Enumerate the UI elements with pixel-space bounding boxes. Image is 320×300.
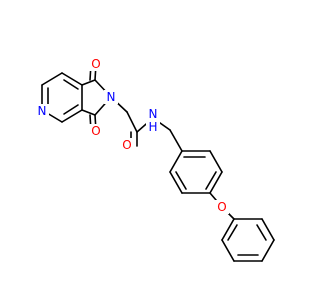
atom-label-n: N <box>107 90 116 104</box>
atom-label-o: O <box>91 57 100 71</box>
atom-n-imide: N <box>104 90 118 104</box>
bond <box>61 109 83 123</box>
bond-layer <box>41 63 275 262</box>
atom-label-n: N <box>149 107 158 121</box>
atom-o-ether: O <box>215 200 229 214</box>
bond <box>261 218 275 241</box>
bond <box>209 171 223 194</box>
atom-label-o: O <box>91 124 100 138</box>
bond <box>169 171 183 194</box>
atom-n-pyridine: N <box>35 104 49 118</box>
bond <box>209 150 223 173</box>
bond <box>256 224 267 241</box>
molecule-structure: O O O O N N N H <box>35 57 275 262</box>
bond <box>63 104 79 115</box>
bond <box>169 129 183 152</box>
bond <box>221 218 235 241</box>
bond <box>81 109 96 116</box>
bond <box>205 171 217 190</box>
atom-o-bottom: O <box>89 124 103 138</box>
atom-nh-amide: N H <box>146 107 160 134</box>
bond <box>221 239 235 262</box>
bond <box>227 224 238 241</box>
atom-label-o: O <box>122 138 131 152</box>
atom-label-o: O <box>217 200 226 214</box>
bond <box>126 111 138 133</box>
bond <box>61 72 83 86</box>
atom-label-layer: O O O O N N N H <box>35 57 229 214</box>
bond <box>63 79 79 90</box>
atom-label-n: N <box>38 104 47 118</box>
bond <box>169 150 183 173</box>
bond <box>175 171 187 190</box>
atom-o-top: O <box>89 57 103 71</box>
atom-o-amide: O <box>120 138 134 152</box>
bond <box>261 239 275 262</box>
bond <box>41 72 63 86</box>
atom-label-h: H <box>148 120 157 134</box>
bond <box>81 79 96 86</box>
